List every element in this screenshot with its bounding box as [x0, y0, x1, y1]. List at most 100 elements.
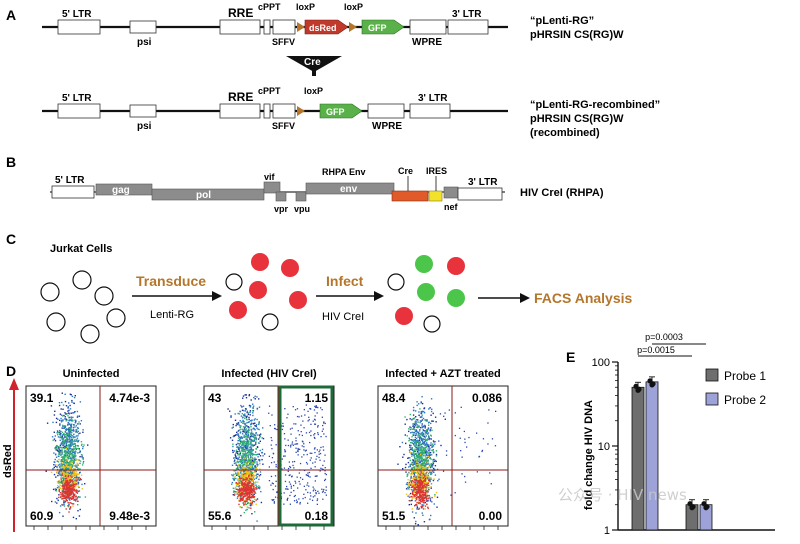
- facs-event-dot: [248, 492, 250, 494]
- facs-event-dot: [250, 476, 252, 479]
- quadrant-value-ll: 55.6: [208, 509, 232, 523]
- facs-event-dot: [58, 433, 61, 435]
- facs-event-dot: [414, 504, 417, 506]
- facs-event-dot: [247, 496, 249, 498]
- facs-event-dot: [247, 442, 249, 444]
- facs-event-dot: [62, 457, 64, 459]
- facs-event-dot: [70, 419, 72, 421]
- facs-event-dot: [72, 473, 74, 476]
- facs-event-dot: [282, 422, 284, 425]
- facs-event-dot: [411, 495, 413, 498]
- facs-event-dot: [303, 409, 305, 411]
- facs-event-dot: [314, 489, 317, 492]
- facs-event-dot: [227, 408, 229, 410]
- facs-event-dot: [256, 461, 258, 463]
- facs-event-dot: [419, 441, 421, 443]
- facs-event-dot: [436, 496, 439, 498]
- facs-event-dot: [253, 471, 255, 473]
- facs-event-dot: [240, 475, 243, 477]
- facs-event-dot: [61, 392, 63, 394]
- facs-event-dot: [246, 508, 248, 511]
- facs-event-dot: [421, 486, 423, 488]
- facs-event-dot: [274, 427, 276, 430]
- facs-event-dot: [411, 428, 413, 430]
- facs-event-dot: [238, 496, 240, 498]
- facs-event-dot: [249, 486, 252, 489]
- facs-event-dot: [68, 474, 70, 477]
- vpr-box: [275, 191, 287, 202]
- facs-event-dot: [241, 482, 243, 484]
- facs-event-dot: [78, 476, 81, 479]
- facs-event-dot: [411, 463, 413, 465]
- facs-event-dot: [295, 482, 297, 484]
- facs-event-dot: [65, 455, 68, 457]
- facs-event-dot: [299, 448, 301, 450]
- facs-event-dot: [274, 428, 277, 430]
- facs-event-dot: [70, 475, 72, 477]
- facs-event-dot: [235, 455, 237, 457]
- facs-event-dot: [430, 483, 433, 485]
- facs-event-dot: [75, 458, 77, 460]
- facs-event-dot: [73, 440, 75, 443]
- label-wpre: WPRE: [372, 121, 402, 132]
- facs-event-dot: [306, 474, 308, 477]
- facs-event-dot: [233, 460, 235, 463]
- facs-event-dot: [238, 436, 241, 439]
- facs-event-dot: [409, 444, 411, 446]
- facs-event-dot: [296, 501, 298, 504]
- facs-event-dot: [301, 456, 303, 458]
- facs-event-dot: [63, 454, 65, 456]
- facs-event-dot: [319, 470, 321, 472]
- facs-event-dot: [236, 442, 239, 445]
- facs-event-dot: [68, 419, 70, 422]
- label-pol: pol: [196, 190, 211, 201]
- facs-event-dot: [245, 476, 247, 478]
- facs-event-dot: [313, 448, 316, 450]
- facs-event-dot: [55, 446, 57, 448]
- facs-event-dot: [432, 450, 434, 452]
- facs-event-dot: [414, 483, 417, 485]
- facs-event-dot: [248, 459, 250, 462]
- facs-event-dot: [262, 463, 264, 465]
- facs-event-dot: [450, 494, 452, 496]
- facs-event-dot: [240, 493, 242, 495]
- facs-event-dot: [62, 515, 64, 517]
- facs-event-dot: [76, 447, 78, 450]
- facs-event-dot: [417, 491, 420, 494]
- facs-event-dot: [241, 413, 243, 415]
- facs-event-dot: [74, 452, 76, 454]
- facs-event-dot: [60, 465, 62, 467]
- facs-event-dot: [315, 458, 317, 460]
- facs-event-dot: [425, 475, 427, 478]
- facs-event-dot: [236, 460, 239, 462]
- facs-event-dot: [69, 442, 72, 444]
- facs-event-dot: [244, 422, 246, 425]
- facs-event-dot: [411, 439, 414, 441]
- facs-event-dot: [428, 437, 430, 439]
- facs-event-dot: [71, 457, 74, 459]
- facs-event-dot: [416, 441, 418, 443]
- facs-event-dot: [418, 495, 420, 498]
- facs-event-dot: [410, 475, 412, 478]
- facs-event-dot: [71, 497, 74, 500]
- facs-event-dot: [59, 465, 61, 467]
- facs-event-dot: [80, 420, 83, 422]
- facs-event-dot: [421, 495, 424, 497]
- facs-event-dot: [426, 450, 428, 452]
- facs-event-dot: [425, 498, 428, 501]
- facs-event-dot: [403, 453, 405, 456]
- facs-event-dot: [410, 453, 413, 455]
- facs-event-dot: [237, 423, 239, 425]
- facs-event-dot: [61, 465, 63, 467]
- facs-event-dot: [245, 464, 247, 466]
- facs-event-dot: [233, 477, 236, 479]
- facs-event-dot: [58, 402, 61, 404]
- facs-event-dot: [421, 487, 423, 489]
- facs-event-dot: [258, 442, 261, 444]
- facs-event-dot: [408, 504, 410, 506]
- facs-event-dot: [427, 456, 429, 459]
- facs-event-dot: [237, 422, 240, 424]
- facs-event-dot: [294, 494, 296, 497]
- facs-event-dot: [75, 451, 77, 453]
- facs-event-dot: [61, 495, 64, 497]
